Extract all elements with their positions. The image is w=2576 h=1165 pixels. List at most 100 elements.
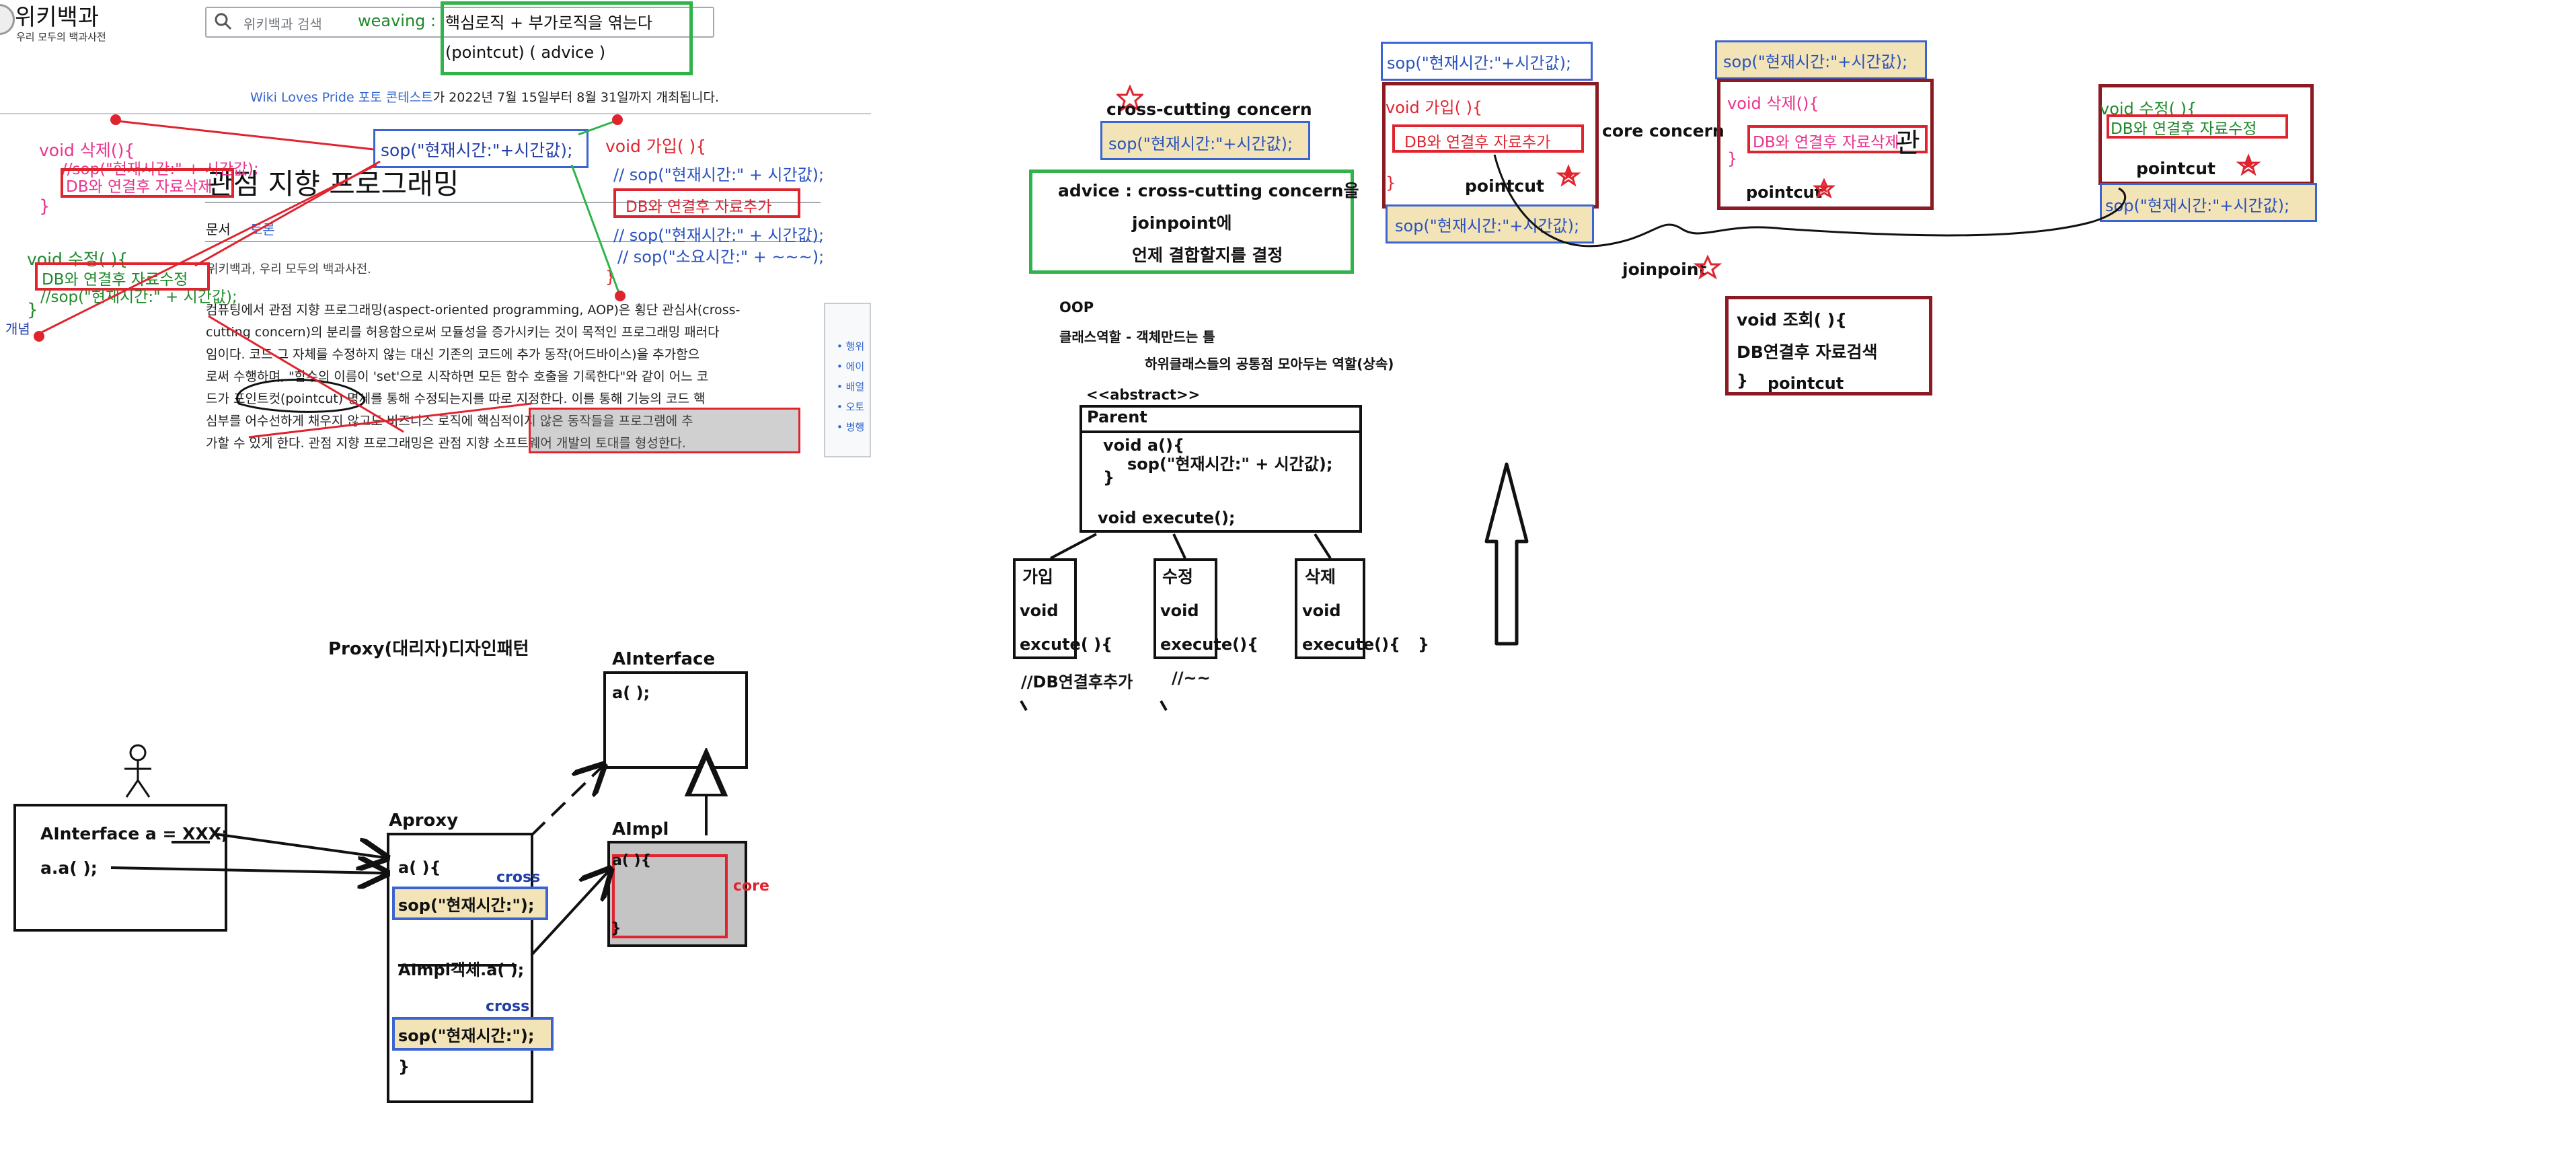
delete-db-box — [61, 168, 234, 198]
m-query-pointcut: pointcut — [1768, 374, 1844, 393]
aop-sketch-lines — [1493, 153, 2261, 280]
aimpl-call: AImpl객체.a( ); — [398, 961, 525, 979]
search-typed-text: weaving : — [358, 11, 437, 30]
search-icon — [215, 13, 232, 30]
advice-line3: 언제 결합할지를 결정 — [1132, 246, 1283, 265]
update-class-box — [1153, 558, 1217, 659]
interface-box — [603, 671, 748, 769]
update-close: } — [27, 300, 38, 320]
pride-banner[interactable]: Wiki Loves Pride 포토 콘테스트가 2022년 7월 15일부터… — [250, 87, 719, 106]
parent-method-execute: void execute(); — [1098, 509, 1236, 527]
join-comment3: // sop("소요시간:" + ~~~); — [617, 248, 825, 266]
cc-sop-text: sop("현재시간:"+시간값); — [1108, 135, 1293, 153]
m-join-sop-bottom-text: sop("현재시간:"+시간값); — [1395, 217, 1580, 235]
oop-title: OOP — [1059, 299, 1094, 315]
m-join-sop-bottom — [1386, 204, 1594, 243]
join-class-void: void — [1020, 601, 1059, 620]
update-db-box — [35, 262, 210, 291]
cc-sop-box — [1100, 121, 1310, 160]
article-paragraph: 컴퓨팅에서 관점 지향 프로그래밍(aspect-oriented progra… — [206, 299, 740, 455]
join-class-method: excute( ){ — [1020, 635, 1113, 654]
sidebar-item[interactable]: • 행위 — [837, 340, 865, 352]
abstract-label: <<abstract>> — [1086, 387, 1201, 403]
update-comment: //sop("현재시간:" + 시간값); — [40, 289, 237, 306]
page-title: 관점 지향 프로그래밍 — [207, 167, 459, 200]
sidebar-item[interactable]: • 배열 — [837, 381, 865, 393]
pride-banner-text: 가 2022년 7월 15일부터 8월 31일까지 개최됩니다. — [432, 90, 720, 105]
m-query-db: DB연결후 자료검색 — [1737, 342, 1878, 362]
wiki-logo-subtitle: 우리 모두의 백과사전 — [16, 31, 106, 43]
star-joinpoint — [1693, 254, 1722, 280]
aproxy-method: a( ){ — [398, 858, 441, 877]
m-del-sig: void 삭제(){ — [1727, 94, 1819, 113]
update-class-void: void — [1160, 601, 1199, 620]
interface-method: a( ); — [612, 683, 650, 702]
cross-label-1: cross — [496, 869, 541, 886]
join-db-text: DB와 연결후 자료추가 — [626, 198, 772, 216]
m-join-sop-top-text: sop("현재시간:"+시간값); — [1387, 54, 1572, 73]
joinpoint-label: joinpoint — [1622, 260, 1707, 279]
tab-document[interactable]: 문서 — [206, 221, 231, 237]
m-upd-sop-box — [2100, 183, 2317, 222]
sop-box-1 — [392, 887, 548, 920]
parent-method-a-close: } — [1103, 468, 1115, 487]
annotation-lines — [34, 114, 626, 439]
arrow-to-join-bottom — [570, 164, 620, 293]
link-to-core-text2 — [208, 315, 404, 433]
joinpoint-curve — [1493, 154, 2126, 248]
m-query-sig: void 조회( ){ — [1737, 310, 1847, 330]
left-concept-label[interactable]: 개념 — [5, 321, 30, 337]
aproxy-close: } — [398, 1057, 410, 1076]
sop-text-2: sop("현재시간:"); — [398, 1026, 535, 1045]
heart-markers — [34, 114, 626, 342]
join-method-sig: void 가입( ){ — [605, 137, 707, 156]
oop-line2: 하위클래스들의 공통점 모아두는 역할(상속) — [1145, 356, 1394, 372]
para-line: 컴퓨팅에서 관점 지향 프로그래밍(aspect-oriented progra… — [206, 303, 741, 317]
update-method-sig: void 수정( ){ — [27, 250, 128, 269]
m-join-sop-top — [1381, 42, 1593, 81]
core-concern-label: core concern — [1602, 121, 1725, 141]
para-line: 심부를 어수선하게 채우지 않고도 비즈니스 로직에 핵심적이지 않은 동작들을… — [206, 414, 693, 428]
parent-method-a: void a(){ — [1103, 436, 1185, 455]
delete-class-name: 삭제 — [1305, 567, 1336, 587]
sidebar-item[interactable]: • 병행 — [837, 421, 865, 433]
arrow-to-join-top — [578, 120, 616, 136]
banner-divider — [0, 113, 871, 114]
m-del-char: 관 — [1895, 128, 1920, 159]
m-upd-sop-text: sop("현재시간:"+시간값); — [2105, 196, 2290, 215]
sidebar-item[interactable]: • 오토 — [837, 401, 865, 413]
delete-db-text: DB와 연결후 자료삭제 — [66, 178, 213, 196]
sop-text-1: sop("현재시간:"); — [398, 896, 535, 915]
m-del-pointcut: pointcut — [1746, 183, 1823, 202]
arrow-client-to-proxy-1 — [215, 833, 385, 858]
wiki-logo-title[interactable]: 위키백과 — [15, 4, 100, 31]
delete-class-box — [1295, 558, 1365, 659]
sidebar-item[interactable]: • 에이 — [837, 361, 865, 373]
update-class-method: execute(){ — [1160, 635, 1259, 654]
search-input[interactable] — [205, 7, 714, 38]
advice-line1: advice : cross-cutting concern을 — [1058, 181, 1359, 200]
m-del-sop-top-text: sop("현재시간:"+시간값); — [1723, 52, 1908, 71]
m-join-db-box — [1392, 124, 1584, 153]
m-del-db-box — [1747, 125, 1928, 153]
oop-line1: 클래스역할 - 객체만드는 틀 — [1059, 329, 1215, 345]
client-line2: a.a( ); — [40, 858, 98, 878]
sidebar-infobox — [824, 303, 871, 457]
m-upd-pointcut: pointcut — [2136, 159, 2215, 178]
pride-banner-link[interactable]: Wiki Loves Pride 포토 콘테스트 — [250, 90, 433, 105]
update-class-note: //~~ — [1172, 669, 1211, 687]
join-comment2: // sop("현재시간:" + 시간값); — [613, 226, 825, 245]
update-class-name: 수정 — [1162, 567, 1194, 587]
para-line: 가할 수 있게 한다. 관점 지향 프로그래밍은 관점 지향 소프트웨어 개발의… — [206, 436, 686, 451]
arrow-proxy-to-interface — [530, 767, 602, 837]
delete-class-method: execute(){ — [1302, 635, 1401, 654]
sop-center-text: sop("현재시간:"+시간값); — [381, 141, 573, 160]
m-join-db: DB와 연결후 자료추가 — [1404, 134, 1551, 151]
aproxy-label: Aproxy — [389, 811, 459, 831]
para-line: cutting concern)의 분리를 허용함으로써 모듈성을 증가시키는 … — [206, 325, 720, 340]
join-db-box — [613, 188, 800, 218]
up-arrow-icon — [1484, 462, 1529, 646]
arrow-client-to-proxy-2 — [110, 868, 385, 873]
cross-label-2: cross — [486, 998, 530, 1015]
arrow-to-delete — [117, 120, 374, 151]
